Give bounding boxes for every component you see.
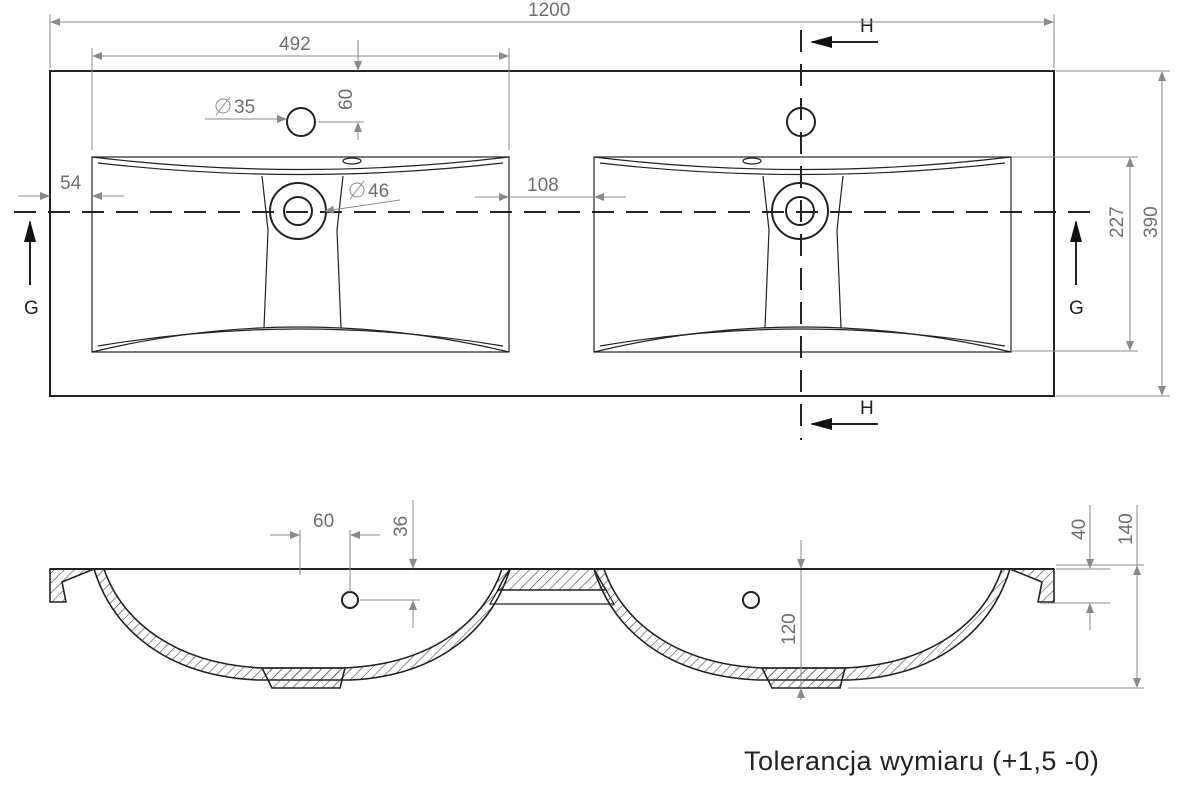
drain-inner bbox=[283, 196, 313, 226]
svg-text:36: 36 bbox=[391, 516, 412, 537]
left-basin bbox=[91, 107, 510, 353]
centre-bridge bbox=[496, 568, 608, 591]
dim-side-margin: 54 bbox=[18, 173, 124, 200]
dim-tap-diameter: 35 bbox=[205, 96, 287, 123]
right-basin bbox=[593, 107, 1012, 353]
tolerance-note: Tolerancja wymiaru (+1,5 -0) bbox=[744, 746, 1100, 776]
dim-overall-depth: 390 bbox=[1056, 70, 1170, 397]
svg-text:40: 40 bbox=[1069, 519, 1090, 540]
dim-basin-opening: 492 bbox=[91, 34, 510, 150]
top-view: G G H H 1200 492 60 bbox=[14, 0, 1170, 440]
dim-bowl-depth: 120 bbox=[779, 540, 805, 700]
svg-text:227: 227 bbox=[1107, 206, 1128, 238]
dim-tap-height: 36 bbox=[360, 500, 420, 628]
section-h-label-bottom: H bbox=[860, 398, 874, 419]
dim-drain-diameter: 46 bbox=[324, 180, 401, 214]
section-g-label-left: G bbox=[24, 298, 39, 319]
svg-text:1200: 1200 bbox=[528, 0, 570, 21]
dim-rim-thickness: 40 bbox=[1040, 505, 1110, 630]
dim-overall-width: 1200 bbox=[49, 0, 1055, 68]
svg-text:108: 108 bbox=[527, 175, 559, 196]
countertop-outline bbox=[49, 70, 1055, 397]
section-g-label-right: G bbox=[1069, 298, 1084, 319]
tap-hole bbox=[286, 107, 316, 137]
svg-text:35: 35 bbox=[234, 97, 255, 118]
right-bowl-shell bbox=[592, 568, 1012, 681]
svg-text:492: 492 bbox=[279, 34, 311, 55]
svg-text:46: 46 bbox=[368, 181, 389, 202]
dim-basin-gap: 108 bbox=[475, 175, 626, 201]
overflow-hole-right bbox=[742, 591, 760, 609]
svg-text:54: 54 bbox=[60, 173, 82, 194]
svg-text:120: 120 bbox=[779, 613, 800, 645]
dim-tap-offset: 60 bbox=[318, 40, 364, 140]
section-h-label-top: H bbox=[860, 16, 874, 37]
svg-text:390: 390 bbox=[1141, 206, 1162, 238]
svg-text:60: 60 bbox=[313, 511, 334, 532]
dim-total-height: 140 bbox=[848, 505, 1144, 689]
svg-text:140: 140 bbox=[1116, 513, 1137, 545]
svg-text:60: 60 bbox=[336, 89, 357, 110]
dim-tap-spacing: 60 bbox=[270, 511, 380, 592]
dim-basin-depth: 227 bbox=[1012, 156, 1138, 352]
side-section-view: 60 36 120 40 bbox=[49, 500, 1144, 700]
overflow-hole-left bbox=[341, 591, 359, 609]
left-bowl-shell bbox=[92, 568, 512, 681]
